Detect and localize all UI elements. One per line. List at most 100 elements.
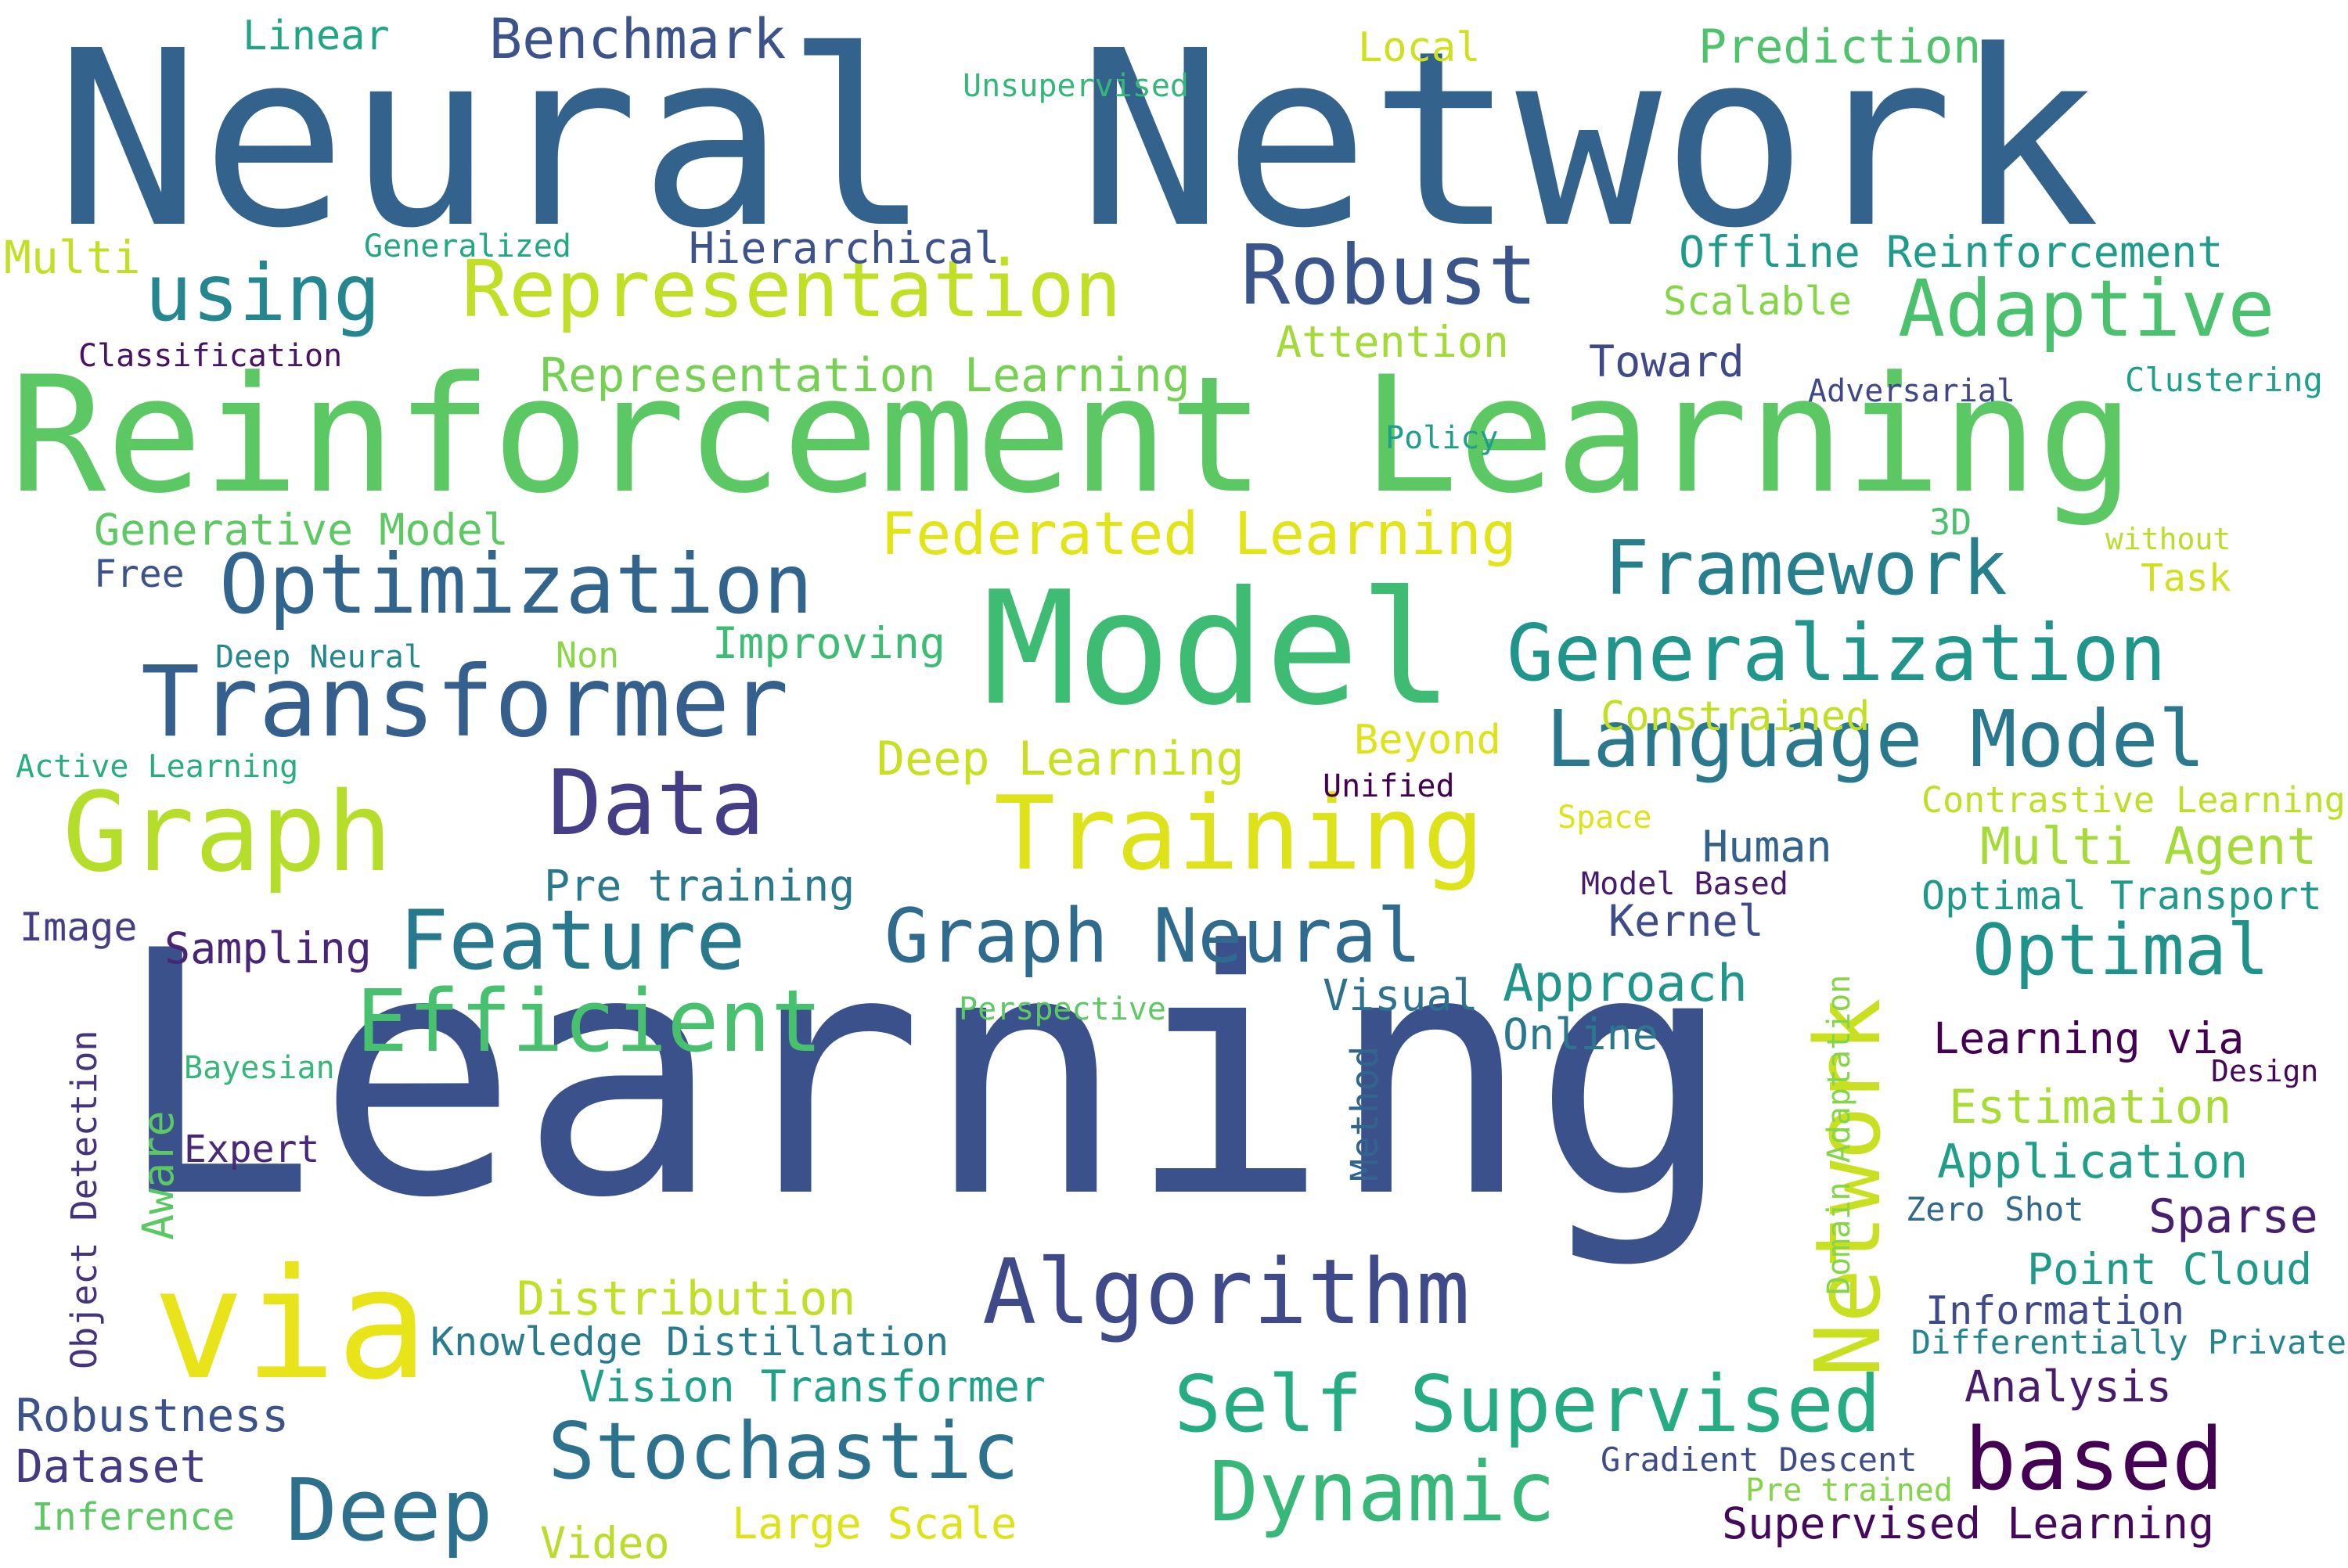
cloud-word: Object Detection: [63, 1030, 105, 1369]
cloud-word: Framework: [1604, 526, 2008, 612]
cloud-word: Estimation: [1949, 1080, 2232, 1135]
cloud-word: Sampling: [164, 923, 372, 973]
cloud-word: Learning via: [1933, 1013, 2245, 1063]
cloud-word: Data: [548, 751, 765, 856]
cloud-word: Representation: [462, 243, 1122, 335]
cloud-word: Feature: [399, 893, 746, 988]
cloud-word: Point Cloud: [2027, 1244, 2313, 1294]
cloud-word: Active Learning: [16, 749, 299, 785]
cloud-word: Analysis: [1964, 1361, 2172, 1412]
cloud-word: Self Supervised: [1174, 1358, 1882, 1450]
cloud-word: 3D: [1929, 502, 1972, 543]
cloud-word: Representation Learning: [540, 348, 1190, 403]
cloud-word: Knowledge Distillation: [430, 1319, 949, 1365]
cloud-word: Optimal Transport: [1921, 873, 2322, 919]
cloud-word: Distribution: [517, 1271, 856, 1326]
cloud-word: Learning: [113, 880, 1735, 1271]
cloud-word: Robust: [1241, 228, 1538, 323]
cloud-word: Expert: [184, 1127, 320, 1171]
cloud-word: Vision Transformer: [579, 1361, 1046, 1412]
cloud-word: Graph Neural: [884, 894, 1422, 980]
cloud-word: Task: [2141, 556, 2231, 600]
cloud-word: Gradient Descent: [1601, 1440, 1918, 1479]
cloud-word: Efficient: [356, 971, 823, 1071]
cloud-word: Non: [556, 635, 620, 676]
cloud-word: Linear: [243, 13, 390, 59]
cloud-word: Reinforcement Learning: [9, 343, 2135, 529]
cloud-word: Policy: [1385, 420, 1499, 456]
cloud-word: Beyond: [1354, 717, 1501, 764]
cloud-word: Dynamic: [1209, 1444, 1556, 1540]
cloud-word: Stochastic: [548, 1405, 1020, 1497]
cloud-word: Federated Learning: [880, 499, 1517, 568]
cloud-word: Algorithm: [982, 1240, 1471, 1345]
cloud-word: Multi: [4, 231, 141, 284]
cloud-word: Offline Reinforcement: [1679, 227, 2224, 277]
cloud-word: Neural Network: [55, 0, 2100, 282]
cloud-word: Approach: [1503, 955, 1748, 1013]
cloud-word: Attention: [1276, 317, 1510, 367]
cloud-word: Language Model: [1546, 693, 2206, 785]
cloud-word: Optimization: [219, 537, 813, 632]
cloud-word: Adaptive: [1898, 263, 2275, 354]
cloud-word: via: [153, 1235, 429, 1413]
cloud-word: Deep Neural: [215, 639, 423, 675]
cloud-word: Inference: [31, 1495, 236, 1539]
cloud-word: without: [2105, 522, 2231, 556]
cloud-word: Toward: [1589, 336, 1745, 387]
cloud-word: Model: [982, 558, 1454, 740]
cloud-word: Domain Adaptation: [1821, 974, 1857, 1295]
cloud-word: Unified: [1323, 768, 1455, 804]
cloud-word: Multi Agent: [1980, 818, 2317, 876]
cloud-word: Pre trained: [1745, 1473, 1953, 1509]
cloud-word: Deep: [286, 1460, 493, 1560]
cloud-word: Kernel: [1608, 896, 1764, 946]
cloud-word: Online: [1503, 1009, 1658, 1059]
cloud-word: Graph: [63, 769, 393, 897]
cloud-word: Generalized: [364, 228, 571, 264]
cloud-word: Differentially Private: [1910, 1323, 2346, 1361]
cloud-word: Unsupervised: [963, 68, 1189, 104]
cloud-word: Aware: [133, 1110, 183, 1240]
cloud-word: Generative Model: [94, 505, 509, 555]
cloud-word: Human: [1702, 822, 1832, 872]
cloud-word: Transformer: [141, 646, 789, 759]
cloud-word: Adversarial: [1808, 373, 2015, 409]
cloud-word: Bayesian: [184, 1050, 335, 1086]
cloud-word: Constrained: [1601, 693, 1871, 740]
cloud-word: Scalable: [1663, 279, 1852, 324]
cloud-word: Design: [2211, 1054, 2319, 1088]
cloud-word: Hierarchical: [689, 223, 1000, 273]
cloud-word: Image: [20, 904, 138, 950]
cloud-word: Information: [1925, 1288, 2185, 1333]
cloud-word: Generalization: [1507, 607, 2166, 699]
cloud-word: Visual: [1323, 970, 1478, 1020]
cloud-word: Method: [1343, 1045, 1387, 1181]
cloud-word: Improving: [712, 618, 946, 668]
cloud-word: Robustness: [16, 1389, 290, 1442]
cloud-word: Video: [540, 1518, 670, 1568]
cloud-word: Dataset: [16, 1440, 207, 1493]
cloud-word: Model Based: [1581, 866, 1788, 902]
cloud-word: Perspective: [959, 991, 1166, 1027]
cloud-word: based: [1964, 1409, 2224, 1509]
cloud-word: Classification: [78, 338, 343, 374]
cloud-word: Free: [94, 552, 185, 596]
cloud-word: Prediction: [1698, 20, 1982, 74]
cloud-word: Optimal: [1972, 909, 2270, 991]
cloud-word: Zero Shot: [1906, 1190, 2084, 1228]
cloud-word: using: [145, 247, 381, 339]
cloud-word: Application: [1937, 1135, 2249, 1189]
cloud-word: Deep Learning: [877, 732, 1244, 786]
cloud-word: Space: [1558, 800, 1652, 836]
cloud-word: Supervised Learning: [1722, 1498, 2215, 1548]
cloud-word: Local: [1358, 24, 1481, 71]
cloud-word: Training: [994, 774, 1485, 893]
cloud-word: Sparse: [2148, 1189, 2318, 1244]
cloud-word: Large Scale: [732, 1498, 1017, 1548]
cloud-word: Contrastive Learning: [1921, 779, 2346, 821]
cloud-word: Clustering: [2125, 361, 2323, 399]
cloud-word: Pre training: [544, 861, 855, 911]
cloud-word: Benchmark: [489, 7, 787, 71]
